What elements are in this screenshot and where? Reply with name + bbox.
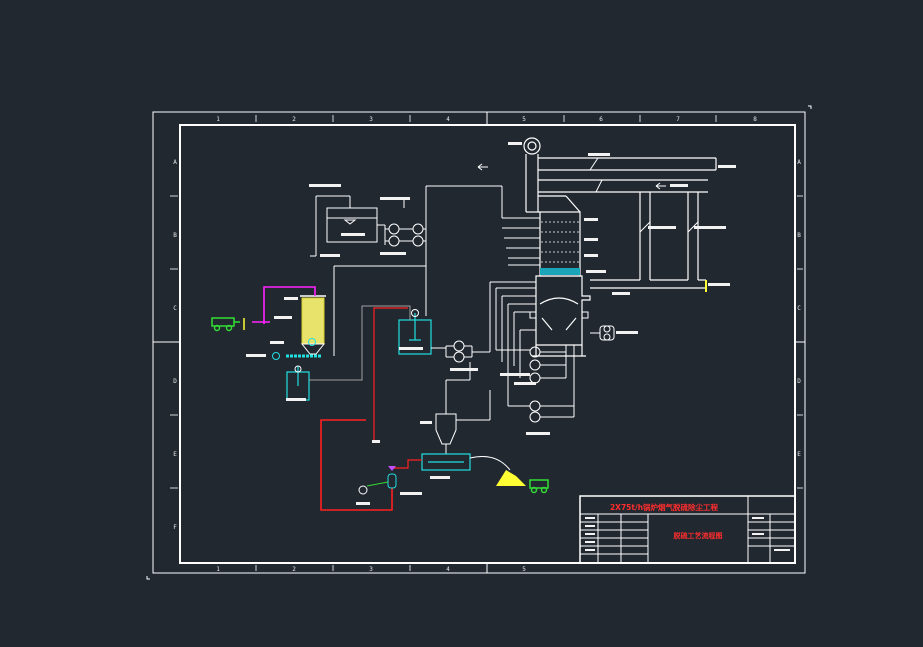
row-letter-left: A — [173, 159, 177, 166]
row-letter-left: D — [173, 378, 177, 385]
column-number-top: 6 — [599, 116, 603, 123]
column-number-top: 1 — [216, 116, 220, 123]
red-return — [392, 459, 422, 469]
column-number-bottom: 4 — [446, 566, 450, 573]
vacuum-belt-filter — [421, 453, 471, 471]
gypsum-pile — [496, 470, 526, 486]
row-letter-left: B — [173, 232, 177, 239]
title-block-tags — [585, 517, 790, 551]
row-letter-right: B — [797, 232, 801, 239]
recirculation-pumps — [478, 345, 575, 423]
column-number-top: 2 — [292, 116, 296, 123]
violet-valve — [388, 466, 396, 471]
dissolving-tank — [286, 366, 310, 401]
waste-water-pump — [358, 473, 397, 495]
drawing-title: 脱硫工艺流程图 — [674, 531, 723, 540]
slurry-feed-pumps — [333, 265, 482, 363]
row-letter-left: C — [173, 305, 177, 312]
gypsum-discharge — [469, 456, 511, 471]
nozzle-box-left — [529, 311, 537, 319]
mixer-motor — [411, 309, 419, 317]
rotary-valve — [272, 352, 280, 360]
silo-cone — [300, 343, 326, 355]
magenta-pneumatic-line — [252, 286, 316, 324]
row-letter-right: E — [797, 451, 801, 458]
column-number-top: 7 — [676, 116, 680, 123]
row-letter-right: A — [797, 159, 801, 166]
row-letter-left: F — [173, 524, 177, 531]
corner-mark-tr — [808, 105, 812, 109]
column-number-bottom: 2 — [292, 566, 296, 573]
truck-left — [211, 317, 240, 332]
packing-layer — [540, 268, 580, 275]
column-number-top: 3 — [369, 116, 373, 123]
oxidation-blower — [590, 325, 615, 341]
gray-line — [309, 305, 411, 381]
spray-layers — [541, 221, 579, 263]
corner-mark-bl — [146, 576, 150, 580]
project-title: 2X75t/h锅炉烟气脱硫除尘工程 — [610, 502, 719, 512]
column-number-top: 5 — [522, 116, 526, 123]
dampers — [589, 157, 699, 233]
flue-ducts — [523, 137, 717, 289]
equipment-tags — [246, 142, 736, 505]
lime-silo — [301, 297, 325, 345]
column-number-bottom: 5 — [522, 566, 526, 573]
process-water-tank — [310, 195, 426, 257]
row-letter-right: D — [797, 378, 801, 385]
row-letter-right: C — [797, 305, 801, 312]
silo-fan — [308, 338, 316, 346]
lime-slurry-tank — [398, 313, 432, 355]
truck-right — [529, 479, 549, 494]
nozzle-box-right — [581, 311, 589, 319]
flow-arrow-duct — [655, 182, 666, 190]
title-block — [579, 495, 796, 564]
column-number-bottom: 3 — [369, 566, 373, 573]
red-wastewater-loop — [320, 419, 393, 511]
absorber-tower — [532, 211, 591, 357]
inlet-arrow-top — [477, 163, 488, 171]
column-number-bottom: 1 — [216, 566, 220, 573]
frame-ticks — [170, 115, 803, 571]
dissolving-tank-mixer — [294, 365, 302, 373]
gypsum-hydrocyclone — [435, 362, 491, 454]
column-number-top: 4 — [446, 116, 450, 123]
column-number-top: 8 — [753, 116, 757, 123]
row-letter-left: E — [173, 451, 177, 458]
spray-feed-lines — [425, 185, 540, 378]
red-wastewater-line — [373, 307, 408, 440]
